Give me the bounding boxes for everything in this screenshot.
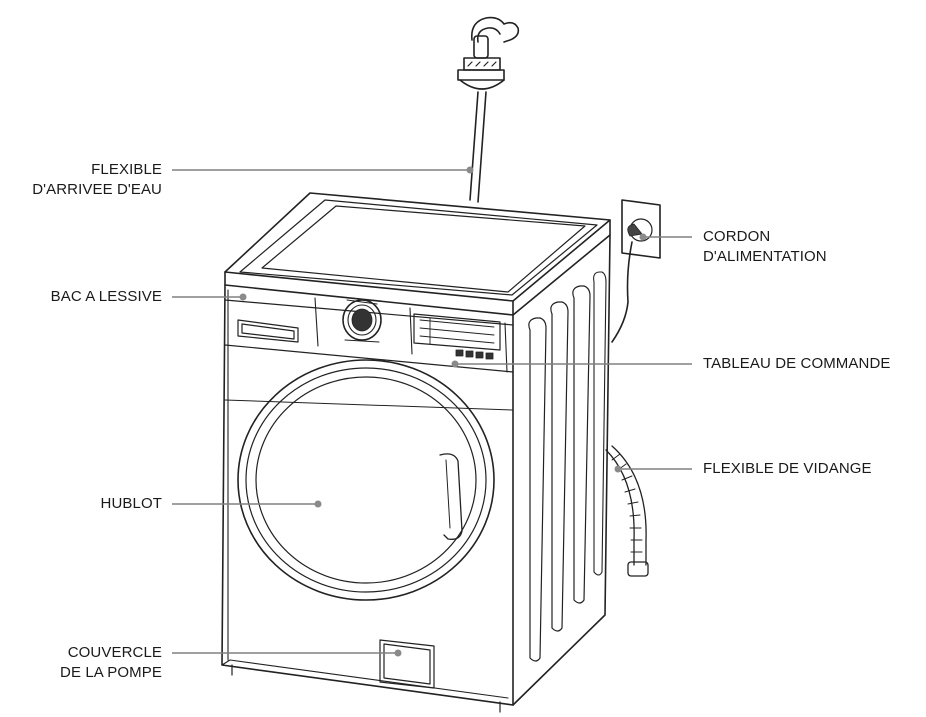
power-cord [611, 241, 633, 343]
drawer-handle [237, 319, 299, 343]
inlet-hose [469, 91, 487, 203]
machine-top [224, 192, 611, 316]
dot-door [314, 500, 322, 508]
label-pump-cover-line1: COUVERCLE [67, 644, 162, 661]
label-power-cord: CORDON D'ALIMENTATION [703, 227, 827, 267]
label-drain-hose: FLEXIBLE DE VIDANGE [703, 460, 872, 477]
program-knob [342, 299, 382, 343]
label-power-cord-line2: D'ALIMENTATION [703, 248, 827, 265]
label-inlet-hose-line1: FLEXIBLE [91, 161, 162, 178]
dot-control-panel [451, 360, 459, 368]
display-panel [413, 313, 501, 351]
label-inlet-hose-line2: D'ARRIVEE D'EAU [32, 181, 162, 198]
label-control-panel: TABLEAU DE COMMANDE [703, 355, 891, 372]
drain-hose [605, 445, 649, 577]
dot-inlet-hose [466, 166, 474, 174]
label-pump-cover-line2: DE LA POMPE [60, 664, 162, 681]
leader-dots [239, 166, 647, 657]
control-buttons [455, 349, 494, 360]
dot-detergent-drawer [239, 293, 247, 301]
label-pump-cover: COUVERCLE DE LA POMPE [60, 643, 162, 683]
label-inlet-hose: FLEXIBLE D'ARRIVEE D'EAU [32, 160, 162, 200]
machine-side [512, 234, 611, 706]
door [237, 359, 495, 601]
water-tap [457, 16, 520, 90]
leader-lines [172, 169, 692, 654]
label-door: HUBLOT [100, 495, 162, 512]
wall-socket [621, 199, 661, 259]
dot-pump-cover [394, 649, 402, 657]
label-detergent-drawer: BAC A LESSIVE [50, 288, 162, 305]
dot-power-cord [639, 233, 647, 241]
dot-drain-hose [614, 465, 622, 473]
label-power-cord-line1: CORDON [703, 228, 771, 245]
pump-cover-panel [379, 639, 435, 689]
